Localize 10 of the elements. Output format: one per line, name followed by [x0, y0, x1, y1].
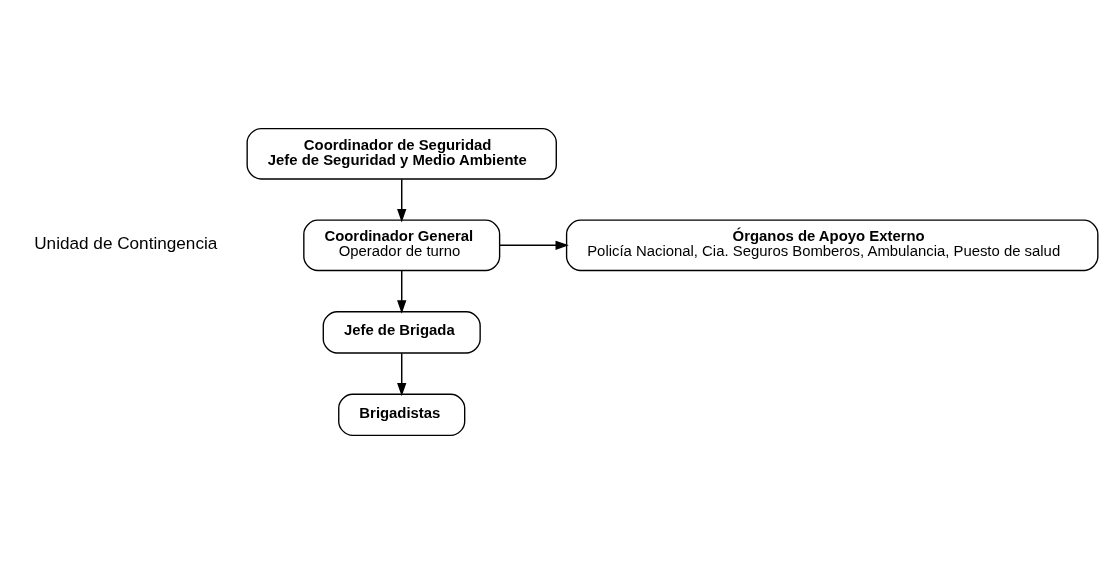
node-box: Brigadistas: [338, 393, 466, 437]
node-box: Órganos de Apoyo Externo Policía Nacional, Cia. Seguros Bomberos, Ambulancia, Puesto de salud: [565, 219, 1099, 272]
arrow: [397, 352, 407, 397]
arrow: [397, 269, 407, 314]
arrow: [397, 178, 407, 223]
node-box: Coordinador General Operador de turno: [303, 219, 501, 272]
arrow: [498, 240, 569, 251]
node-box: Coordinador de Seguridad Jefe de Seguridad y Medio Ambiente: [246, 127, 557, 180]
label: Unidad de Contingencia: [34, 233, 218, 254]
node-box: Jefe de Brigada: [322, 311, 481, 354]
